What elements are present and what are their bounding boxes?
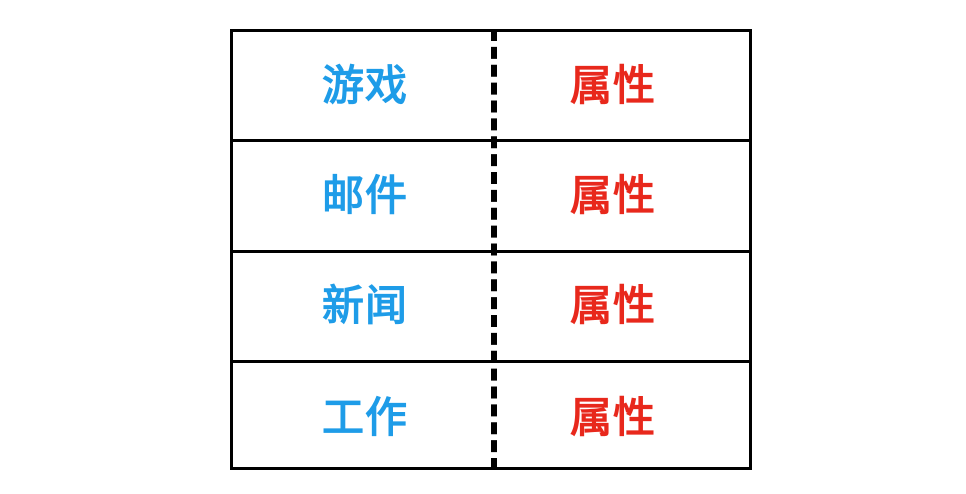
attribute-cell: 属性 bbox=[491, 142, 749, 249]
attribute-cell: 属性 bbox=[491, 32, 749, 139]
category-cell: 游戏 bbox=[233, 32, 491, 139]
table-row: 游戏 属性 bbox=[233, 32, 749, 143]
category-cell: 邮件 bbox=[233, 142, 491, 249]
category-cell: 工作 bbox=[233, 363, 491, 473]
category-label: 邮件 bbox=[321, 170, 408, 220]
attribute-label: 属性 bbox=[569, 281, 656, 331]
category-label: 新闻 bbox=[321, 281, 408, 331]
category-label: 游戏 bbox=[321, 60, 408, 110]
attribute-cell: 属性 bbox=[491, 253, 749, 360]
attribute-cell: 属性 bbox=[491, 363, 749, 473]
attribute-label: 属性 bbox=[569, 60, 656, 110]
table-row: 工作 属性 bbox=[233, 363, 749, 473]
attribute-label: 属性 bbox=[569, 170, 656, 220]
table-row: 邮件 属性 bbox=[233, 142, 749, 253]
category-cell: 新闻 bbox=[233, 253, 491, 360]
attribute-label: 属性 bbox=[569, 392, 656, 442]
category-attribute-table: 游戏 属性 邮件 属性 新闻 属性 工作 bbox=[230, 29, 752, 470]
category-label: 工作 bbox=[321, 392, 408, 442]
table-row: 新闻 属性 bbox=[233, 253, 749, 363]
